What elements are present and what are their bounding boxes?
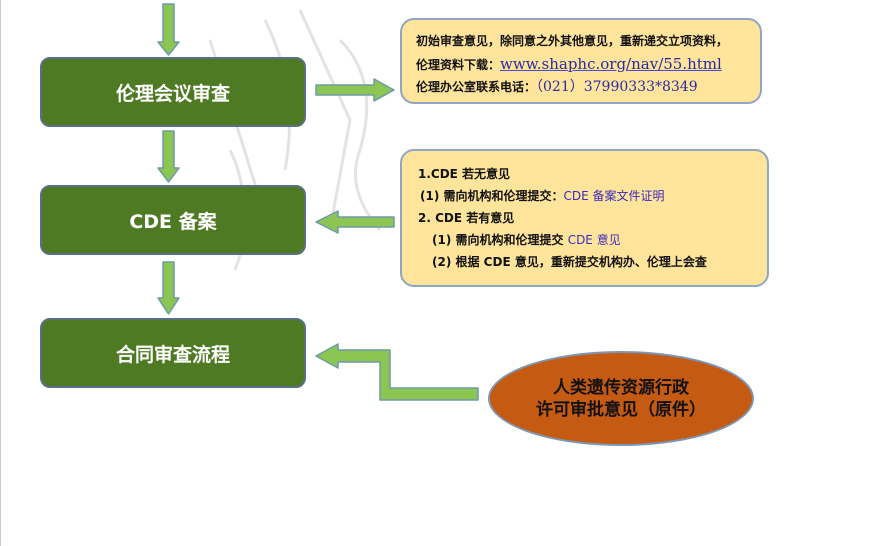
step-cde-filing: CDE 备案 (40, 185, 306, 255)
hgr-approval-line1: 人类遗传资源行政 (553, 377, 689, 398)
cde-no-opinion-item-text: (1) 需向机构和伦理提交： (420, 189, 564, 203)
arrow-into-ethics (157, 3, 180, 56)
cde-has-opinion-heading: 2. CDE 若有意见 (418, 211, 515, 225)
left-edge-border (0, 0, 1, 546)
ethics-phone-number: （021）37990333*8349 (536, 79, 698, 95)
step-contract-review-label: 合同审查流程 (115, 343, 230, 366)
step-ethics-review: 伦理会议审查 (40, 57, 306, 127)
step-ethics-review-label: 伦理会议审查 (115, 82, 230, 105)
ethics-note-line1: 初始审查意见，除同意之外其他意见，重新递交立项资料， (416, 34, 729, 48)
cde-note-box: 1.CDE 若无意见 (1) 需向机构和伦理提交：CDE 备案文件证明 2. C… (400, 149, 769, 287)
cde-no-opinion-heading: 1.CDE 若无意见 (418, 167, 511, 181)
ethics-phone-label: 伦理办公室联系电话： (416, 80, 537, 94)
step-cde-filing-label: CDE 备案 (129, 210, 217, 233)
arrow-hgr-to-contract (315, 343, 479, 401)
hgr-approval-oval: 人类遗传资源行政 许可审批意见（原件） (488, 351, 754, 446)
ethics-note-phone-line: 伦理办公室联系电话：（021）37990333*8349 (416, 76, 750, 99)
arrow-ethics-to-cde (157, 130, 180, 183)
arrow-note-to-cde (315, 210, 395, 234)
cde-no-opinion-item: (1) 需向机构和伦理提交：CDE 备案文件证明 (418, 185, 757, 207)
arrow-cde-to-contract (157, 261, 180, 315)
step-contract-review: 合同审查流程 (40, 318, 306, 388)
ethics-download-label: 伦理资料下载： (416, 58, 501, 72)
cde-has-opinion-item1-text: (1) 需向机构和伦理提交 (432, 233, 568, 247)
cde-has-opinion-item1: (1) 需向机构和伦理提交 CDE 意见 (418, 229, 757, 251)
ethics-note-box: 初始审查意见，除同意之外其他意见，重新递交立项资料， 伦理资料下载：www.sh… (400, 18, 762, 104)
cde-has-opinion-item1-document: CDE 意见 (567, 233, 621, 247)
ethics-note-download-line: 伦理资料下载：www.shaphc.org/nav/55.html (416, 53, 750, 76)
hgr-approval-line2: 许可审批意见（原件） (536, 399, 706, 420)
arrow-ethics-to-note (315, 78, 395, 102)
ethics-download-link[interactable]: www.shaphc.org/nav/55.html (500, 55, 722, 73)
cde-has-opinion-item2: (2) 根据 CDE 意见，重新提交机构办、伦理上会查 (432, 255, 707, 269)
cde-no-opinion-document: CDE 备案文件证明 (563, 189, 665, 203)
